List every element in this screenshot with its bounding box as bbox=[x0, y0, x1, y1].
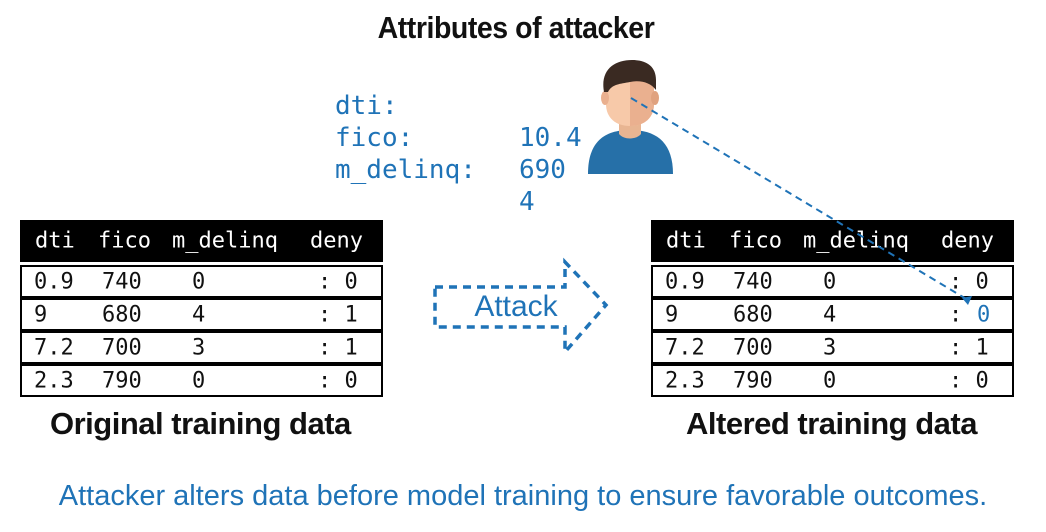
altered-caption: Altered training data bbox=[686, 406, 977, 441]
table-header: dti fico m_delinq deny bbox=[651, 220, 1014, 262]
table-row: 7.2 700 3 : 1 bbox=[20, 331, 383, 364]
table-row: 2.3 790 0 : 0 bbox=[20, 364, 383, 397]
table-cell: 3 bbox=[192, 335, 206, 360]
table-cell: 2.3 bbox=[34, 368, 74, 393]
table-cell: : 0 bbox=[949, 269, 989, 294]
table-row: 7.2 700 3 : 1 bbox=[651, 331, 1014, 364]
table-cell: 790 bbox=[102, 368, 142, 393]
table-row: 2.3 790 0 : 0 bbox=[651, 364, 1014, 397]
table-cell: 0.9 bbox=[34, 269, 74, 294]
attribute-key: m_delinq: bbox=[335, 155, 476, 185]
table-cell: 790 bbox=[733, 368, 773, 393]
table-header: dti fico m_delinq deny bbox=[20, 220, 383, 262]
table-cell: 700 bbox=[102, 335, 142, 360]
column-header: m_delinq bbox=[803, 228, 909, 254]
table-row: 0.9 740 0 : 0 bbox=[651, 265, 1014, 298]
attribute-value: 4 bbox=[519, 187, 535, 217]
table-cell: 7.2 bbox=[665, 335, 705, 360]
table-cell: 4 bbox=[192, 302, 206, 327]
table-cell: 680 bbox=[102, 302, 142, 327]
attribute-row: m_delinq: 4 bbox=[335, 122, 535, 217]
diagram-title: Attributes of attacker bbox=[377, 10, 655, 45]
table-row: 9 680 4 : 1 bbox=[20, 298, 383, 331]
dashed-connector bbox=[630, 97, 972, 305]
table-cell: : 0 bbox=[949, 368, 989, 393]
table-cell: 7.2 bbox=[34, 335, 74, 360]
table-cell: 0 bbox=[823, 269, 837, 294]
attacker-icon bbox=[588, 60, 673, 174]
table-cell: : 1 bbox=[949, 335, 989, 360]
column-header: m_delinq bbox=[172, 228, 278, 254]
table-row: 9 680 4 : 0 bbox=[651, 298, 1014, 331]
table-cell: 4 bbox=[823, 302, 837, 327]
table-cell: : 1 bbox=[318, 302, 358, 327]
column-header: fico bbox=[729, 228, 782, 254]
column-header: dti bbox=[35, 228, 75, 254]
attribute-value: 10.4 bbox=[519, 123, 582, 153]
table-cell: 0.9 bbox=[665, 269, 705, 294]
footer-caption: Attacker alters data before model traini… bbox=[58, 480, 988, 512]
table-cell: 740 bbox=[102, 269, 142, 294]
table-cell: 2.3 bbox=[665, 368, 705, 393]
column-header: fico bbox=[98, 228, 151, 254]
table-row: 0.9 740 0 : 0 bbox=[20, 265, 383, 298]
column-header: dti bbox=[666, 228, 706, 254]
table-cell: 9 bbox=[34, 302, 48, 327]
table-cell: 740 bbox=[733, 269, 773, 294]
table-cell: 680 bbox=[733, 302, 773, 327]
attacker-attributes: dti: 10.4 fico: 690 m_delinq: 4 bbox=[335, 58, 582, 217]
attribute-value: 690 bbox=[519, 155, 566, 185]
connector-arrowhead bbox=[962, 296, 972, 305]
attack-arrow: Attack bbox=[433, 257, 609, 357]
table-cell: 0 bbox=[192, 368, 206, 393]
original-caption: Original training data bbox=[50, 406, 351, 441]
table-cell: : 0 bbox=[318, 368, 358, 393]
attribute-row: dti: 10.4 bbox=[335, 58, 582, 153]
altered-deny-value: 0 bbox=[977, 302, 991, 327]
table-cell: 0 bbox=[192, 269, 206, 294]
table-cell: : 0 bbox=[318, 269, 358, 294]
table-cell: 3 bbox=[823, 335, 837, 360]
attribute-key: fico: bbox=[335, 123, 414, 153]
table-cell: : bbox=[949, 302, 963, 327]
table-cell: 0 bbox=[823, 368, 837, 393]
table-cell: 9 bbox=[665, 302, 679, 327]
table-cell: : 1 bbox=[318, 335, 358, 360]
attack-label: Attack bbox=[474, 290, 558, 323]
table-cell: 700 bbox=[733, 335, 773, 360]
attribute-row: fico: 690 bbox=[335, 90, 566, 185]
attribute-key: dti: bbox=[335, 91, 398, 121]
column-header: deny bbox=[310, 228, 363, 254]
column-header: deny bbox=[941, 228, 994, 254]
